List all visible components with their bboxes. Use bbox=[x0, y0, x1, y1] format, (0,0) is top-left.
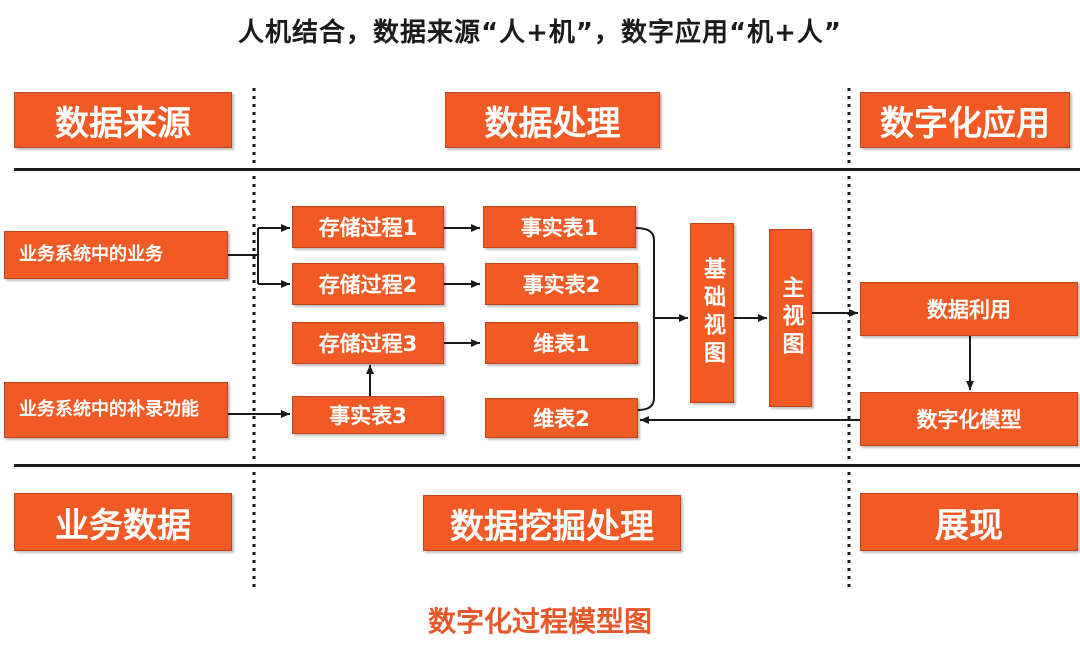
header-digital-application: 数字化应用 bbox=[860, 92, 1070, 148]
business-to-procedures-connector bbox=[228, 224, 290, 288]
source-supplement: 业务系统中的补录功能 bbox=[4, 382, 228, 438]
footer-presentation: 展现 bbox=[860, 493, 1078, 551]
top-separator bbox=[14, 168, 1080, 171]
dimension-table-1: 维表1 bbox=[485, 322, 638, 364]
footer-data-mining: 数据挖掘处理 bbox=[423, 495, 681, 551]
fact-table-2: 事实表2 bbox=[485, 263, 638, 305]
bottom-separator bbox=[14, 464, 1080, 467]
stored-procedure-3: 存储过程3 bbox=[292, 322, 444, 364]
source-business: 业务系统中的业务 bbox=[4, 231, 228, 279]
header-data-processing: 数据处理 bbox=[445, 92, 660, 148]
app-data-usage: 数据利用 bbox=[860, 282, 1078, 336]
dimension-table-2: 维表2 bbox=[485, 398, 638, 438]
footer-business-data: 业务数据 bbox=[14, 493, 232, 551]
fact-table-1: 事实表1 bbox=[483, 206, 636, 248]
stored-procedure-1: 存储过程1 bbox=[292, 206, 444, 248]
diagram-heading: 人机结合，数据来源“人+机”，数字应用“机+人” bbox=[238, 18, 842, 48]
base-view: 基础视图 bbox=[690, 223, 734, 403]
tables-to-base-view-connector bbox=[635, 227, 688, 411]
main-view: 主视图 bbox=[769, 229, 812, 407]
app-digital-model: 数字化模型 bbox=[860, 392, 1078, 446]
fact-table-3: 事实表3 bbox=[292, 396, 444, 434]
stored-procedure-2: 存储过程2 bbox=[292, 263, 444, 305]
diagram-caption: 数字化过程模型图 bbox=[427, 605, 652, 638]
header-data-source: 数据来源 bbox=[14, 92, 232, 148]
